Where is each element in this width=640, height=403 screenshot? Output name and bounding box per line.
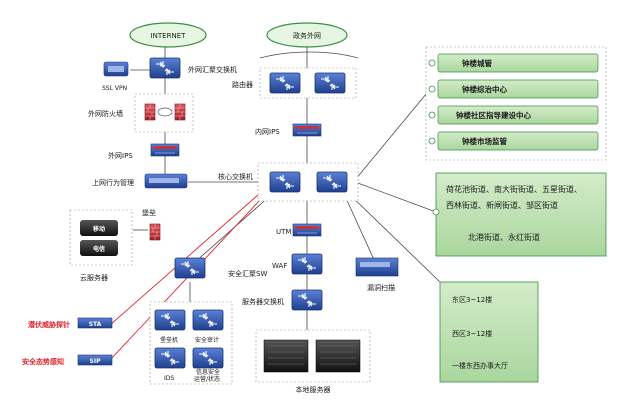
behavior-mgmt-panel xyxy=(149,178,179,183)
local-server-label: 本地服务器 xyxy=(296,385,331,394)
streets-line-1: 荷花池街道、南大街街道、五星街道、 xyxy=(446,184,582,194)
outer-ips-label: 外网IPS xyxy=(108,151,133,160)
router-icon-right xyxy=(314,72,346,94)
bastion-label: 堡垒 xyxy=(142,208,156,217)
internet-cloud xyxy=(129,22,207,48)
internet-label: INTERNET xyxy=(151,32,187,40)
link-core-orgs xyxy=(354,81,437,181)
org-item-3-label: 钟楼社区指导建设中心 xyxy=(456,110,531,120)
cloud-telecom-icon xyxy=(80,240,118,256)
org-item-2 xyxy=(437,79,599,99)
org-dot-1 xyxy=(428,59,436,67)
firewall-icon-right xyxy=(174,103,186,121)
link-core-eastbox xyxy=(344,189,441,283)
bastion-machine-icon xyxy=(154,309,186,331)
org-item-4 xyxy=(437,131,599,151)
streets-line-2: 西林街道、新闸街道、邹区街道 xyxy=(446,200,558,210)
org-item-1 xyxy=(437,53,599,73)
building-line-3: 一楼东西办事大厅 xyxy=(452,361,508,370)
org-dot-4 xyxy=(428,137,436,145)
bastion-icon xyxy=(149,223,161,241)
streets-line-3: 北港街道、永红街道 xyxy=(468,232,540,242)
outer-agg-switch-label: 外网汇聚交换机 xyxy=(188,65,237,74)
server-switch-icon xyxy=(291,289,323,311)
org-item-3 xyxy=(437,105,599,125)
building-line-2: 西区3~12楼 xyxy=(452,329,492,338)
outer-firewall-label: 外网防火墙 xyxy=(88,109,123,118)
org-dot-3 xyxy=(428,111,436,119)
firewall-icon-left xyxy=(144,103,156,121)
router-icon-left xyxy=(269,72,301,94)
cloud-telecom-label: 电信 xyxy=(93,245,105,253)
waf-label: WAF xyxy=(272,262,287,270)
ssl-vpn-screen xyxy=(108,66,124,72)
info-security-icon xyxy=(192,347,224,369)
building-line-1: 东区3~12楼 xyxy=(452,295,492,304)
link-core-vuln xyxy=(344,195,376,263)
sip-icon xyxy=(77,354,113,366)
firewall-loop-icon xyxy=(157,107,173,117)
waf-icon xyxy=(291,253,323,275)
utm-label: UTM xyxy=(276,228,291,236)
org-items: 钟楼城管 钟楼综治中心 钟楼社区指导建设中心 钟楼市场监管 xyxy=(428,53,599,151)
sip-label: SIP xyxy=(90,358,102,365)
cloud-server-box xyxy=(69,209,133,266)
streets-box xyxy=(435,172,607,257)
ids-icon xyxy=(154,347,186,369)
vuln-scan-label: 漏洞扫描 xyxy=(367,283,395,292)
link-core-streets xyxy=(354,181,437,213)
red-link-sip xyxy=(109,197,263,361)
sta-red-label: 潜伏威胁探针 xyxy=(28,320,70,329)
outer-agg-switch-icon xyxy=(149,57,181,79)
server-switch-label: 服务器交换机 xyxy=(242,297,284,306)
security-audit-icon xyxy=(192,309,224,331)
org-dot-2 xyxy=(428,85,436,93)
streets-dot xyxy=(432,208,440,216)
vuln-scan-panel xyxy=(360,262,390,267)
ssl-vpn-label: SSL VPN xyxy=(102,85,127,92)
sec-agg-switch-icon xyxy=(174,257,206,279)
sip-red-label: 安全态势感知 xyxy=(22,357,64,366)
router-label: 路由器 xyxy=(232,80,253,89)
sta-label: STA xyxy=(89,321,102,328)
server-icon-right xyxy=(315,339,361,373)
core-switch-icon-right xyxy=(316,171,348,193)
sec-agg-switch-label: 安全汇聚SW xyxy=(228,269,267,278)
server-icon-left xyxy=(263,339,309,373)
cloud-mobile-label: 移动 xyxy=(93,225,105,233)
inner-ips-icon xyxy=(292,123,322,137)
inner-ips-label: 内网IPS xyxy=(255,127,280,136)
core-switch-label: 核心交换机 xyxy=(218,172,253,181)
link-router-arc xyxy=(259,51,359,59)
org-item-4-label: 钟楼市场监管 xyxy=(462,136,507,146)
behavior-mgmt-label: 上网行为管理 xyxy=(92,178,134,187)
cloud-server-label: 云服务器 xyxy=(80,273,108,282)
server-slots xyxy=(268,345,356,365)
security-audit-label: 安全审计 xyxy=(195,336,219,344)
bastion-machine-label: 堡垒机 xyxy=(160,336,178,344)
govnet-label: 政务外网 xyxy=(293,31,321,40)
sta-icon xyxy=(77,317,113,329)
core-switch-icon-left xyxy=(269,171,301,193)
outer-ips-icon xyxy=(150,143,180,157)
ids-label: IDS xyxy=(164,375,174,382)
info-security-label-2: 运营/状态 xyxy=(194,375,220,383)
building-box xyxy=(439,281,539,383)
org-item-2-label: 钟楼综治中心 xyxy=(462,84,507,94)
cloud-mobile-icon xyxy=(80,220,118,236)
utm-icon xyxy=(292,223,322,237)
govnet-cloud xyxy=(266,22,348,48)
org-item-1-label: 钟楼城管 xyxy=(462,58,492,68)
info-security-label: 信息安全 xyxy=(196,368,220,376)
